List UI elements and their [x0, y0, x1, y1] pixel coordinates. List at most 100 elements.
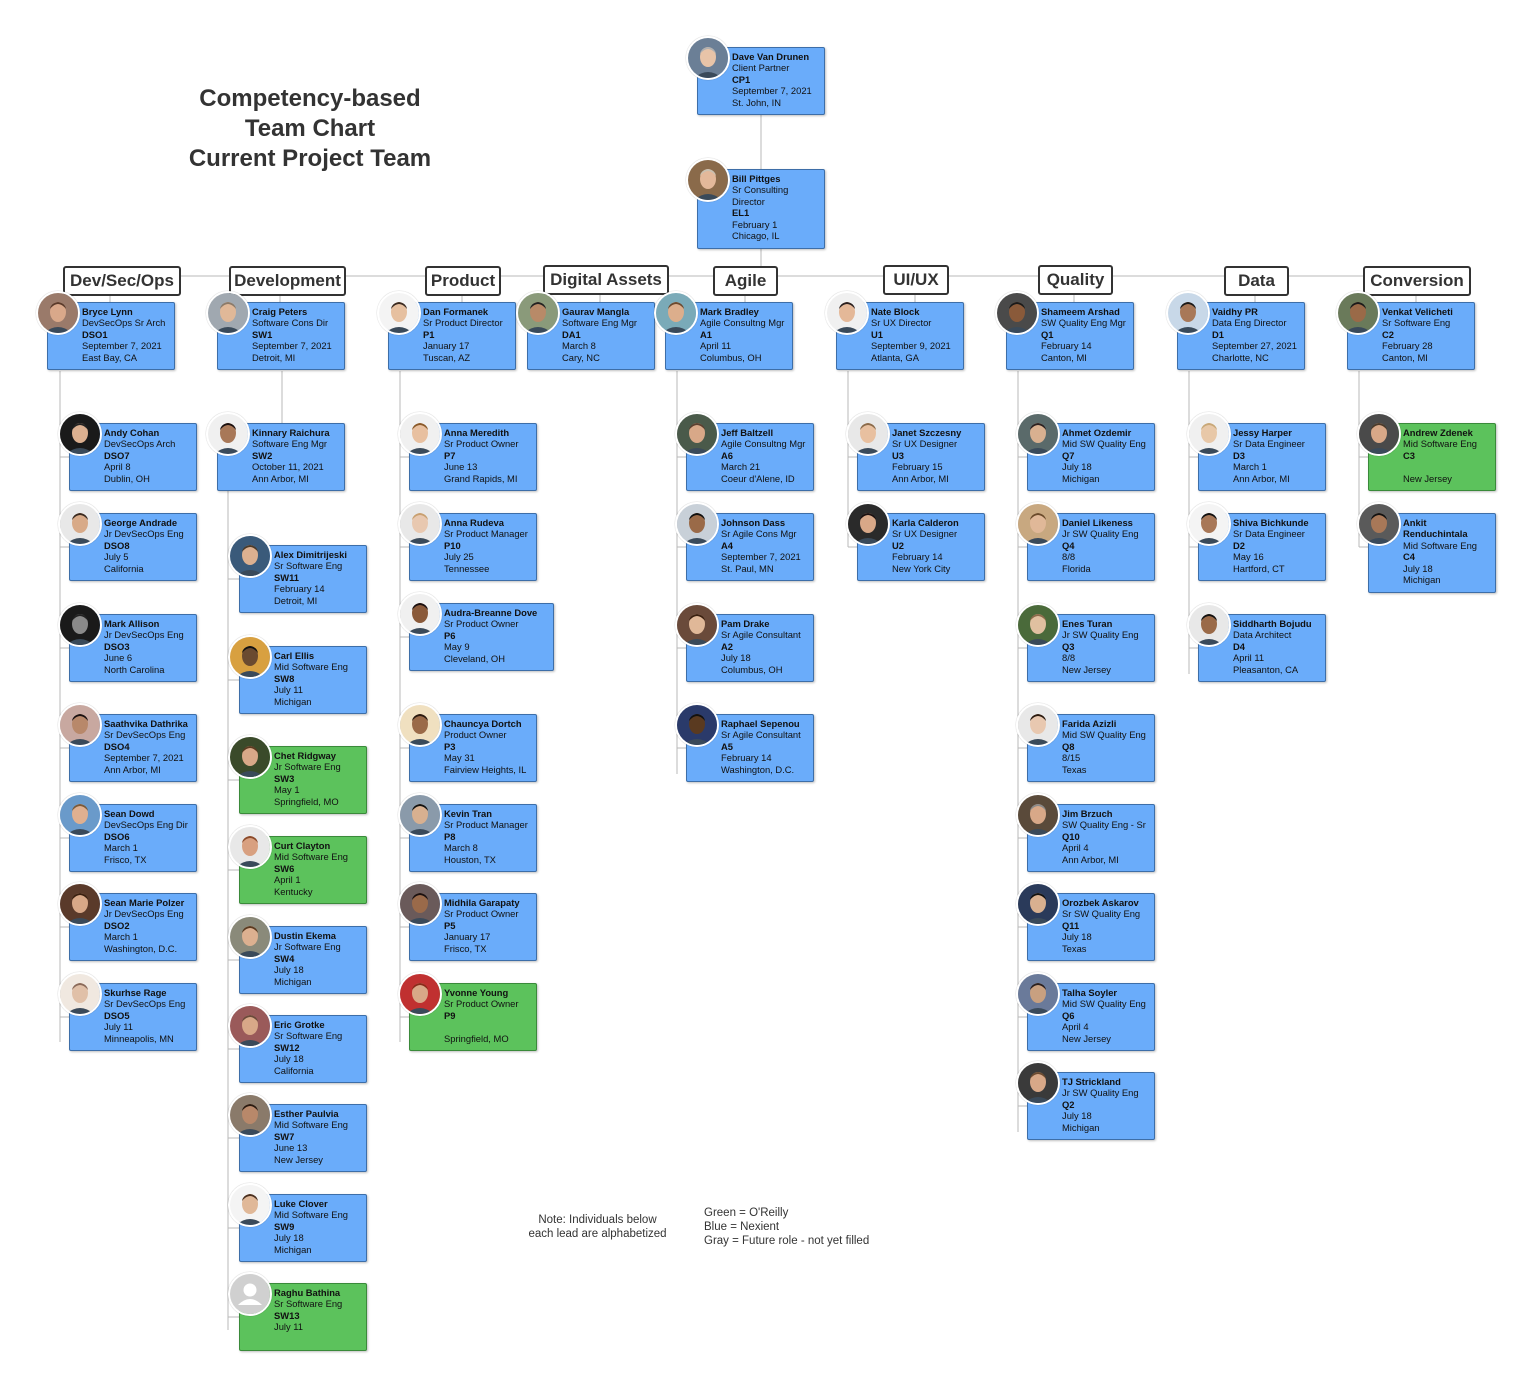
person-name: Craig Peters — [252, 306, 308, 317]
person-name: Andy Cohan — [104, 427, 160, 438]
person-start-date: July 18 — [1062, 461, 1092, 473]
title-line-3: Current Project Team — [188, 145, 432, 172]
avatar — [995, 291, 1039, 335]
person-location: Washington, D.C. — [104, 942, 178, 954]
person-name: TJ Strickland — [1062, 1076, 1121, 1087]
person-name: Gaurav Mangla — [562, 306, 630, 317]
person-code: SW1 — [252, 328, 273, 340]
person-name: Shameem Arshad — [1041, 306, 1120, 317]
person-code: Q1 — [1041, 328, 1054, 340]
person-name: Midhila Garapaty — [444, 897, 520, 908]
person-name: Ankit Renduchintala — [1403, 517, 1468, 540]
person-code: A2 — [721, 640, 733, 652]
person-role: Jr DevSecOps Eng — [104, 528, 184, 540]
person-name: Mark Allison — [104, 618, 160, 629]
person-role: SW Quality Eng - Sr — [1062, 819, 1146, 831]
person-name: Dave Van Drunen — [732, 51, 810, 62]
person-start-date — [444, 1021, 532, 1032]
person-name: Orozbek Askarov — [1062, 897, 1139, 908]
person-code: DSO5 — [104, 1009, 130, 1021]
group-header-digital-assets: Digital Assets — [543, 265, 669, 295]
person-location: Ann Arbor, MI — [104, 763, 161, 775]
person-start-date: July 18 — [1062, 931, 1092, 943]
person-start-date: April 11 — [700, 340, 732, 352]
alphabetized-note: Note: Individuals below each lead are al… — [525, 1213, 670, 1241]
person-role: Mid Software Eng — [274, 661, 348, 673]
person-start-date: April 4 — [1062, 1021, 1089, 1033]
person-start-date: July 25 — [444, 551, 474, 563]
person-name: Raghu Bathina — [274, 1287, 341, 1298]
person-start-date: June 13 — [444, 461, 478, 473]
person-location: Michigan — [1403, 574, 1441, 586]
person-name: George Andrade — [104, 517, 178, 528]
person-start-date: April 8 — [104, 461, 131, 473]
person-code: DSO6 — [104, 830, 130, 842]
avatar — [58, 972, 102, 1016]
person-code: EL1 — [732, 207, 750, 219]
person-code: P3 — [444, 740, 456, 752]
avatar — [228, 1183, 272, 1227]
person-location: Ann Arbor, MI — [252, 472, 309, 484]
person-name: Esther Paulvia — [274, 1108, 339, 1119]
person-start-date: July 18 — [721, 652, 751, 664]
person-location: Chicago, IL — [732, 230, 780, 242]
person-code: C4 — [1403, 551, 1415, 563]
person-code: A4 — [721, 539, 733, 551]
group-header-agile: Agile — [713, 266, 778, 296]
person-name: Siddharth Bojudu — [1233, 618, 1312, 629]
person-location: Kentucky — [274, 885, 313, 897]
person-role: Jr SW Quality Eng — [1062, 1087, 1139, 1099]
person-code: U2 — [892, 539, 904, 551]
avatar — [675, 412, 719, 456]
person-role: Sr Product Manager — [444, 819, 528, 831]
person-code: CP1 — [732, 73, 751, 85]
person-start-date: February 14 — [892, 551, 943, 563]
person-name: Jim Brzuch — [1062, 808, 1113, 819]
person-start-date: March 21 — [721, 461, 761, 473]
group-header-ui-ux: UI/UX — [883, 265, 949, 295]
avatar — [1016, 412, 1060, 456]
person-name: Venkat Velicheti — [1382, 306, 1453, 317]
person-code: DSO8 — [104, 539, 130, 551]
person-location: Charlotte, NC — [1212, 351, 1269, 363]
legend-gray: Gray = Future role - not yet filled — [704, 1235, 870, 1247]
person-role: DevSecOps Arch — [104, 438, 176, 450]
person-name: Sean Marie Polzer — [104, 897, 185, 908]
person-location: Hartford, CT — [1233, 562, 1285, 574]
person-code: D4 — [1233, 640, 1245, 652]
person-role: Sr DevSecOps Eng — [104, 729, 186, 741]
person-start-date: February 15 — [892, 461, 943, 473]
group-header-product: Product — [425, 266, 501, 296]
person-role: DevSecOps Sr Arch — [82, 317, 166, 329]
person-location: Minneapolis, MN — [104, 1032, 174, 1044]
person-location: Texas — [1062, 763, 1087, 775]
person-role: Jr Software Eng — [274, 761, 341, 773]
person-location: Frisco, TX — [444, 942, 487, 954]
person-start-date: September 7, 2021 — [252, 340, 332, 352]
person-role: Sr Product Owner — [444, 618, 519, 630]
person-location: North Carolina — [104, 663, 165, 675]
person-location: Tennessee — [444, 562, 490, 574]
person-code: Q6 — [1062, 1009, 1075, 1021]
person-location: Michigan — [1062, 472, 1100, 484]
person-name: Andrew Zdenek — [1403, 427, 1473, 438]
person-role: Sr Product Director — [423, 317, 503, 329]
avatar — [58, 882, 102, 926]
person-name: Sean Dowd — [104, 808, 155, 819]
person-role: Sr Product Owner — [444, 998, 519, 1010]
